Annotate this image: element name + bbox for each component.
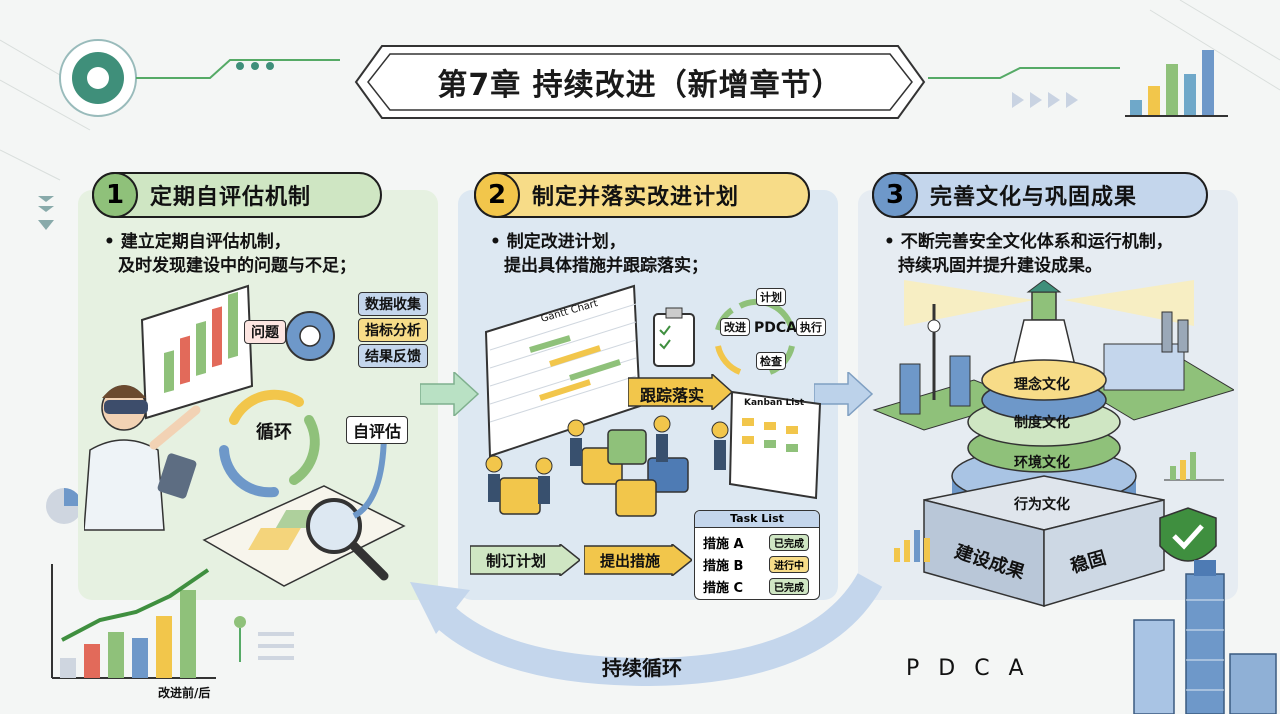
section1-bullet-line1: • 建立定期自评估机制， xyxy=(104,232,291,252)
gear-icon xyxy=(59,39,137,117)
task-row-b: 措施 B 进行中 xyxy=(703,555,813,574)
process-gear-icon xyxy=(285,311,335,361)
mini-growth-chart xyxy=(1164,452,1224,481)
task-name-b: 措施 B xyxy=(703,559,744,574)
node-decoration xyxy=(234,616,294,662)
section3-bullet: • 不断完善安全文化体系和运行机制， 持续巩固并提升建设成果。 xyxy=(884,230,1173,278)
section1-illustration xyxy=(84,284,406,587)
puzzle-team-icon xyxy=(485,415,729,517)
culture-layer-system: 制度文化 xyxy=(1014,415,1070,431)
task-status-c: 已完成 xyxy=(769,578,809,595)
task-name-a: 措施 A xyxy=(703,537,744,552)
cycle-label: 循环 xyxy=(256,422,292,443)
section1-header: 1 定期自评估机制 xyxy=(92,172,382,218)
measure-arrow xyxy=(584,544,692,576)
section3-bullet-line2: 持续巩固并提升建设成果。 xyxy=(898,256,1102,276)
tag-result-feedback: 结果反馈 xyxy=(358,344,428,368)
shield-check-icon xyxy=(1159,507,1217,562)
plan-arrow-label: 制订计划 xyxy=(486,552,547,570)
section1-bullet-line2: 及时发现建设中的问题与不足； xyxy=(118,256,356,276)
factory-right-icon xyxy=(1082,311,1234,421)
task-name-c: 措施 C xyxy=(703,581,744,596)
pdca-step-check: 检查 xyxy=(756,352,786,370)
measure-arrow-label: 提出措施 xyxy=(600,552,661,570)
section2-bullet: • 制定改进计划， 提出具体措施并跟踪落实； xyxy=(490,230,708,278)
culture-layer-concept: 理念文化 xyxy=(1014,377,1070,393)
continuous-cycle-arrow xyxy=(410,572,883,687)
tag-indicator-analysis: 指标分析 xyxy=(358,318,428,342)
section2-bullet-line1: • 制定改进计划， xyxy=(490,232,626,252)
pdca-center-label: PDCA xyxy=(754,320,797,336)
monitor-chart-icon xyxy=(140,284,254,420)
kanban-title: Kanban List xyxy=(744,398,804,408)
top-bar-chart xyxy=(1125,50,1228,117)
section2-title: 制定并落实改进计划 xyxy=(532,185,740,210)
task-row-c: 措施 C 已完成 xyxy=(703,577,813,596)
section2-number: 2 xyxy=(474,172,520,218)
skyscrapers-icon xyxy=(1133,560,1277,714)
achievement-base-icon xyxy=(923,475,1165,608)
magnifier-icon xyxy=(306,498,389,581)
pdca-step-plan: 计划 xyxy=(756,288,786,306)
before-after-chart xyxy=(51,564,216,679)
culture-layer-environment: 环境文化 xyxy=(1014,455,1070,471)
task-list-card: Task List 措施 A 已完成 措施 B 进行中 措施 C 已完成 xyxy=(694,510,820,600)
section3-header: 3 完善文化与巩固成果 xyxy=(872,172,1208,218)
analyst-person-icon xyxy=(84,385,201,531)
tag-data-collection: 数据收集 xyxy=(358,292,428,316)
problem-label: 问题 xyxy=(244,320,286,344)
self-eval-label: 自评估 xyxy=(346,416,409,444)
section2-bullet-line2: 提出具体措施并跟踪落实； xyxy=(504,256,708,276)
section3-title: 完善文化与巩固成果 xyxy=(930,185,1138,210)
task-status-b: 进行中 xyxy=(769,556,809,573)
section2-header: 2 制定并落实改进计划 xyxy=(474,172,810,218)
pdca-footer-label: P D C A xyxy=(906,656,1030,681)
section3-illustration xyxy=(872,280,1234,608)
task-row-a: 措施 A 已完成 xyxy=(703,533,813,552)
section3-number: 3 xyxy=(872,172,918,218)
section1-title: 定期自评估机制 xyxy=(150,185,312,210)
pdca-step-act: 改进 xyxy=(720,318,750,336)
checklist-icon xyxy=(653,307,695,367)
section3-bullet-line1: • 不断完善安全文化体系和运行机制， xyxy=(884,232,1173,252)
task-status-a: 已完成 xyxy=(769,534,809,551)
page-title: 第7章 持续改进（新增章节） xyxy=(437,68,843,103)
track-label: 跟踪落实 xyxy=(640,386,705,405)
pdca-step-do: 执行 xyxy=(796,318,826,336)
track-arrow xyxy=(628,374,732,410)
section2-illustration xyxy=(484,284,822,517)
culture-layer-behavior: 行为文化 xyxy=(1014,497,1070,513)
continuous-cycle-label: 持续循环 xyxy=(602,656,682,680)
arrow-1-to-2 xyxy=(420,372,480,416)
section1-bullet: • 建立定期自评估机制， 及时发现建设中的问题与不足； xyxy=(104,230,356,278)
title-plaque xyxy=(354,45,926,119)
lighthouse-icon xyxy=(1011,280,1077,371)
plan-arrow xyxy=(470,544,580,576)
section1-number: 1 xyxy=(92,172,138,218)
mini-bar-chart-left xyxy=(894,530,930,562)
kanban-board-icon xyxy=(728,390,822,500)
cycle-arrows-icon xyxy=(219,389,320,498)
chart-caption: 改进前/后 xyxy=(158,686,211,700)
task-list-title: Task List xyxy=(695,511,819,528)
